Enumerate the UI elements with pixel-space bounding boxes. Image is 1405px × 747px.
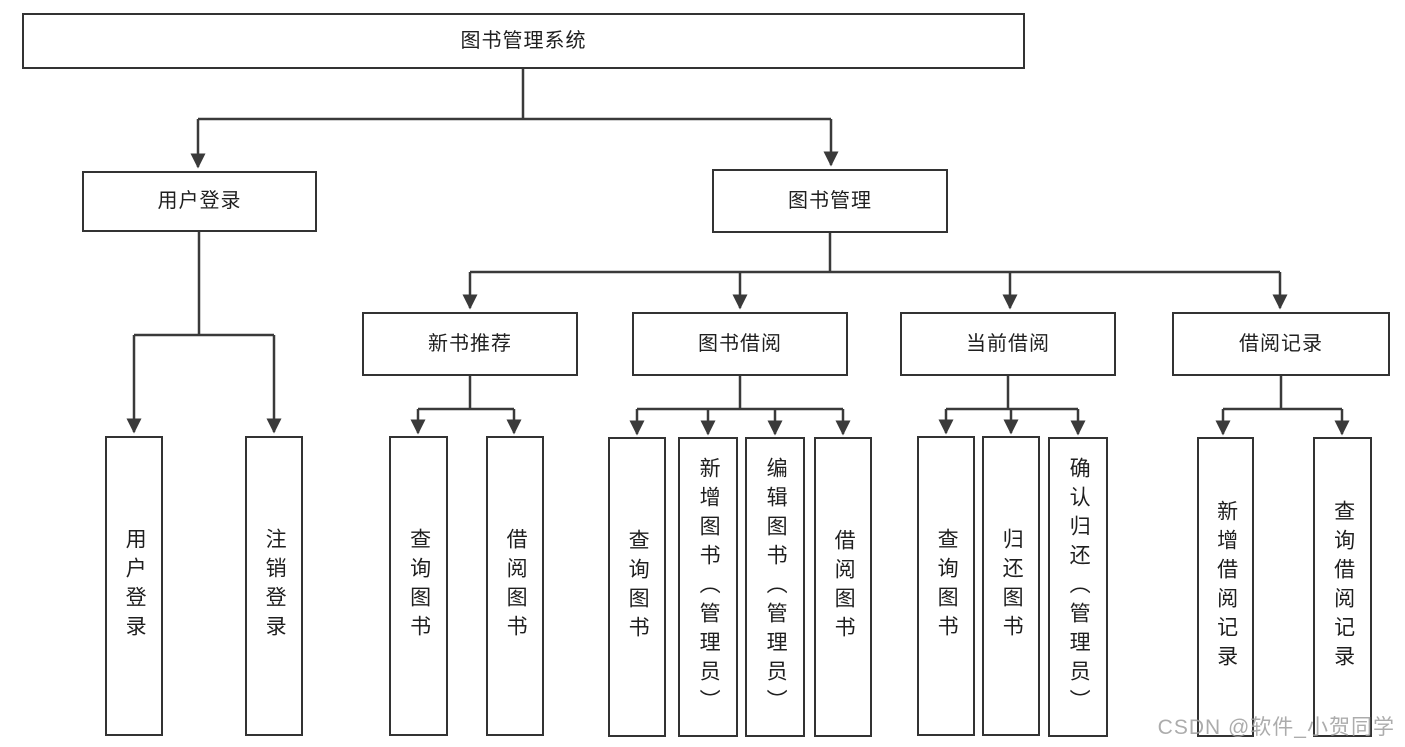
node-book-mgmt: 图书管理 [712,169,948,233]
node-leaf-query-book-1: 查询图书 [389,436,448,736]
node-current-borrow: 当前借阅 [900,312,1116,376]
node-leaf-edit-book: 编辑图书（管理员） [745,437,805,737]
node-leaf-borrow-book-1: 借阅图书 [486,436,544,736]
node-leaf-borrow-book-2: 借阅图书 [814,437,872,737]
node-book-borrow: 图书借阅 [632,312,848,376]
node-leaf-query-record: 查询借阅记录 [1313,437,1372,737]
node-user-login: 用户登录 [82,171,317,232]
node-leaf-user-login: 用户登录 [105,436,163,736]
node-leaf-confirm-return: 确认归还（管理员） [1048,437,1108,737]
node-leaf-return-book: 归还图书 [982,436,1040,736]
node-leaf-add-book: 新增图书（管理员） [678,437,738,737]
watermark: CSDN @软件_小贺同学 [1157,716,1395,739]
node-new-book-rec: 新书推荐 [362,312,578,376]
node-leaf-query-book-2: 查询图书 [608,437,666,737]
node-borrow-record: 借阅记录 [1172,312,1390,376]
node-leaf-query-book-3: 查询图书 [917,436,975,736]
node-leaf-add-record: 新增借阅记录 [1197,437,1254,737]
node-leaf-logout: 注销登录 [245,436,303,736]
node-root: 图书管理系统 [22,13,1025,69]
